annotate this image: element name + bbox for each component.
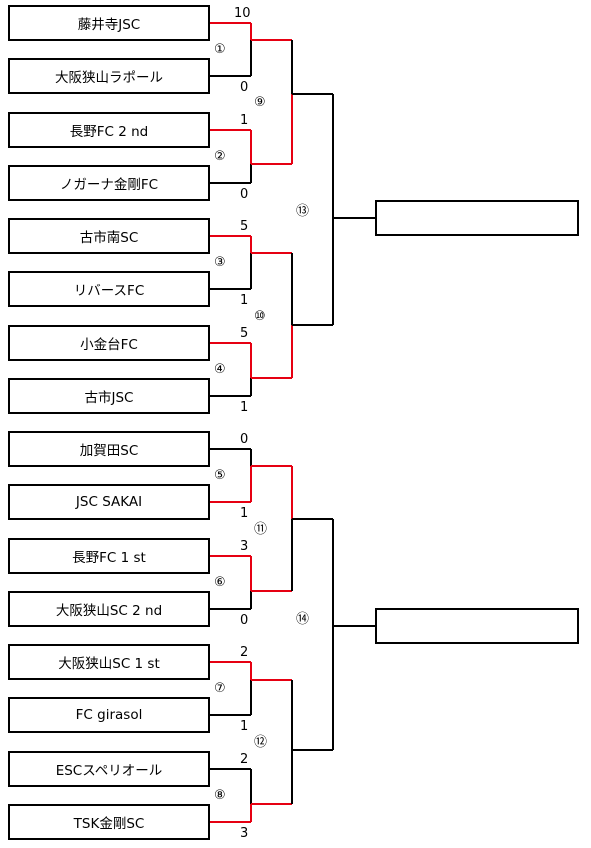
match-number: ⑪ xyxy=(254,521,268,537)
team-score: 3 xyxy=(240,826,249,841)
team-box: 大阪狭山SC 1 st xyxy=(8,644,210,680)
match-number: ⑤ xyxy=(214,467,226,483)
team-score: 1 xyxy=(240,719,249,734)
team-score: 5 xyxy=(240,219,249,234)
team-score: 0 xyxy=(240,80,249,95)
team-box: FC girasol xyxy=(8,697,210,733)
team-score: 0 xyxy=(240,613,249,628)
team-box: 小金台FC xyxy=(8,325,210,361)
team-box: ノガーナ金剛FC xyxy=(8,165,210,201)
match-number: ⑬ xyxy=(296,204,310,219)
team-box: 藤井寺JSC xyxy=(8,5,210,41)
match-number: ③ xyxy=(214,254,226,270)
team-box: TSK金剛SC xyxy=(8,804,210,840)
team-box: 大阪狭山ラポール xyxy=(8,58,210,94)
team-score: 0 xyxy=(240,432,249,447)
team-score: 0 xyxy=(240,187,249,202)
team-box: 長野FC 1 st xyxy=(8,538,210,574)
match-number: ⑥ xyxy=(214,574,226,590)
team-score: 1 xyxy=(240,293,249,308)
team-box: リバースFC xyxy=(8,271,210,307)
team-box: 大阪狭山SC 2 nd xyxy=(8,591,210,627)
team-score: 2 xyxy=(240,645,249,660)
match-number: ② xyxy=(214,148,226,164)
team-box: 古市南SC xyxy=(8,218,210,254)
match-number: ⑨ xyxy=(254,95,266,110)
team-box: 加賀田SC xyxy=(8,431,210,467)
team-score: 3 xyxy=(240,539,249,554)
match-number: ⑭ xyxy=(296,612,310,627)
match-number: ④ xyxy=(214,361,226,377)
match-number: ⑩ xyxy=(254,308,266,324)
match-number: ⑫ xyxy=(254,735,268,750)
result-box xyxy=(375,608,579,644)
match-number: ⑦ xyxy=(214,680,226,696)
match-number: ① xyxy=(214,41,226,57)
match-number: ⑧ xyxy=(214,787,226,803)
team-score: 10 xyxy=(234,6,251,21)
team-box: 古市JSC xyxy=(8,378,210,414)
team-score: 5 xyxy=(240,326,249,341)
team-score: 1 xyxy=(240,506,249,521)
team-box: ESCスペリオール xyxy=(8,751,210,787)
team-box: 長野FC 2 nd xyxy=(8,112,210,148)
team-box: JSC SAKAI xyxy=(8,484,210,520)
team-score: 1 xyxy=(240,400,249,415)
team-score: 1 xyxy=(240,113,249,128)
result-box xyxy=(375,200,579,236)
team-score: 2 xyxy=(240,752,249,767)
